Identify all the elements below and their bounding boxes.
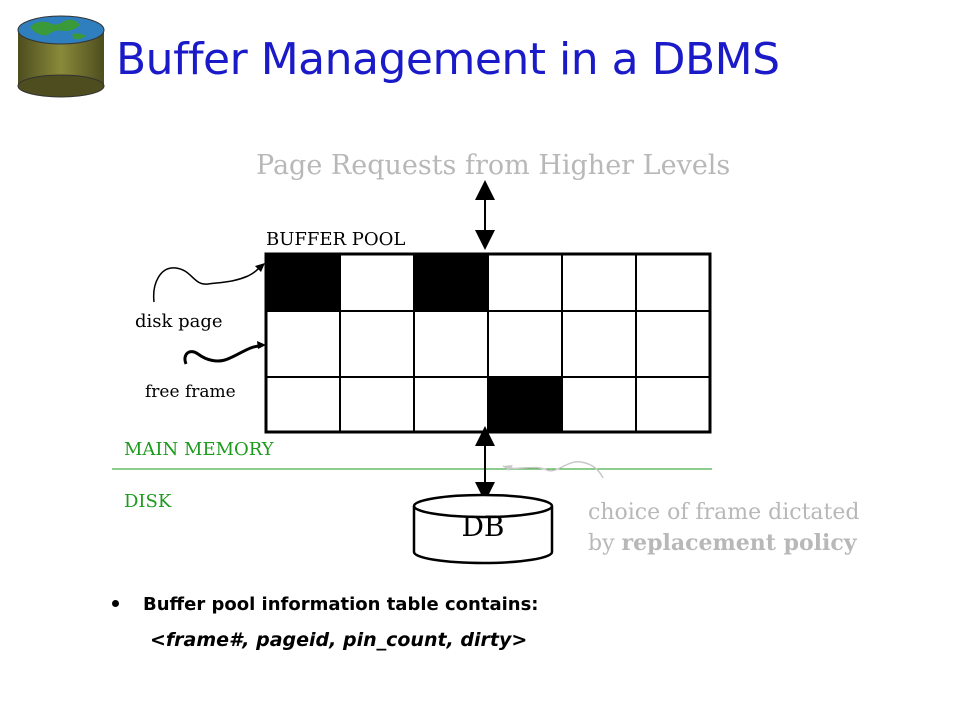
policy-line-2: by replacement policy: [588, 528, 859, 559]
buffer-frame-free: [635, 376, 711, 433]
free-frame-arrowhead: [257, 341, 266, 349]
main-memory-label: MAIN MEMORY: [124, 439, 274, 460]
bullet-dot: [112, 600, 119, 607]
free-frame-label: free frame: [145, 382, 236, 402]
buffer-frame-free: [635, 310, 711, 378]
policy-squiggle: [502, 461, 604, 479]
disk-page-arrowhead: [255, 263, 265, 272]
db-cylinder: [412, 493, 554, 565]
buffer-frame-free: [487, 310, 563, 378]
buffer-frame-free: [339, 253, 415, 312]
disk-page-arrow: [152, 265, 261, 303]
database-globe-icon: [17, 15, 105, 98]
buffer-frame-free: [413, 310, 489, 378]
buffer-pool-label: BUFFER POOL: [266, 229, 406, 250]
buffer-frame-free: [265, 310, 341, 378]
bullet-line-2: <frame#, pageid, pin_count, dirty>: [150, 629, 528, 651]
policy-line-1: choice of frame dictated: [588, 500, 860, 525]
db-label: DB: [461, 510, 505, 543]
bullet-line-1: Buffer pool information table contains:: [143, 594, 539, 615]
page-requests-label: Page Requests from Higher Levels: [256, 150, 731, 181]
buffer-frame-occupied: [265, 253, 341, 312]
free-frame-arrow: [183, 344, 261, 365]
policy-line-2-prefix: by: [588, 531, 622, 556]
buffer-frame-free: [487, 253, 563, 312]
buffer-frame-occupied: [413, 253, 489, 312]
buffer-frame-free: [561, 310, 637, 378]
buffer-pool-grid: [264, 252, 712, 434]
buffer-frame-free: [561, 253, 637, 312]
replacement-policy-note: choice of frame dictated by replacement …: [588, 498, 859, 559]
buffer-frame-free: [561, 376, 637, 433]
buffer-frame-free: [265, 376, 341, 433]
buffer-frame-free: [339, 310, 415, 378]
disk-label: DISK: [124, 491, 172, 512]
page-title: Buffer Management in a DBMS: [116, 34, 780, 85]
buffer-frame-free: [339, 376, 415, 433]
buffer-frame-free: [635, 253, 711, 312]
disk-page-label: disk page: [135, 311, 223, 332]
policy-line-2-bold: replacement policy: [621, 530, 857, 556]
policy-squiggle-head: [503, 465, 513, 471]
buffer-frame-free: [413, 376, 489, 433]
buffer-frame-occupied: [487, 376, 563, 433]
